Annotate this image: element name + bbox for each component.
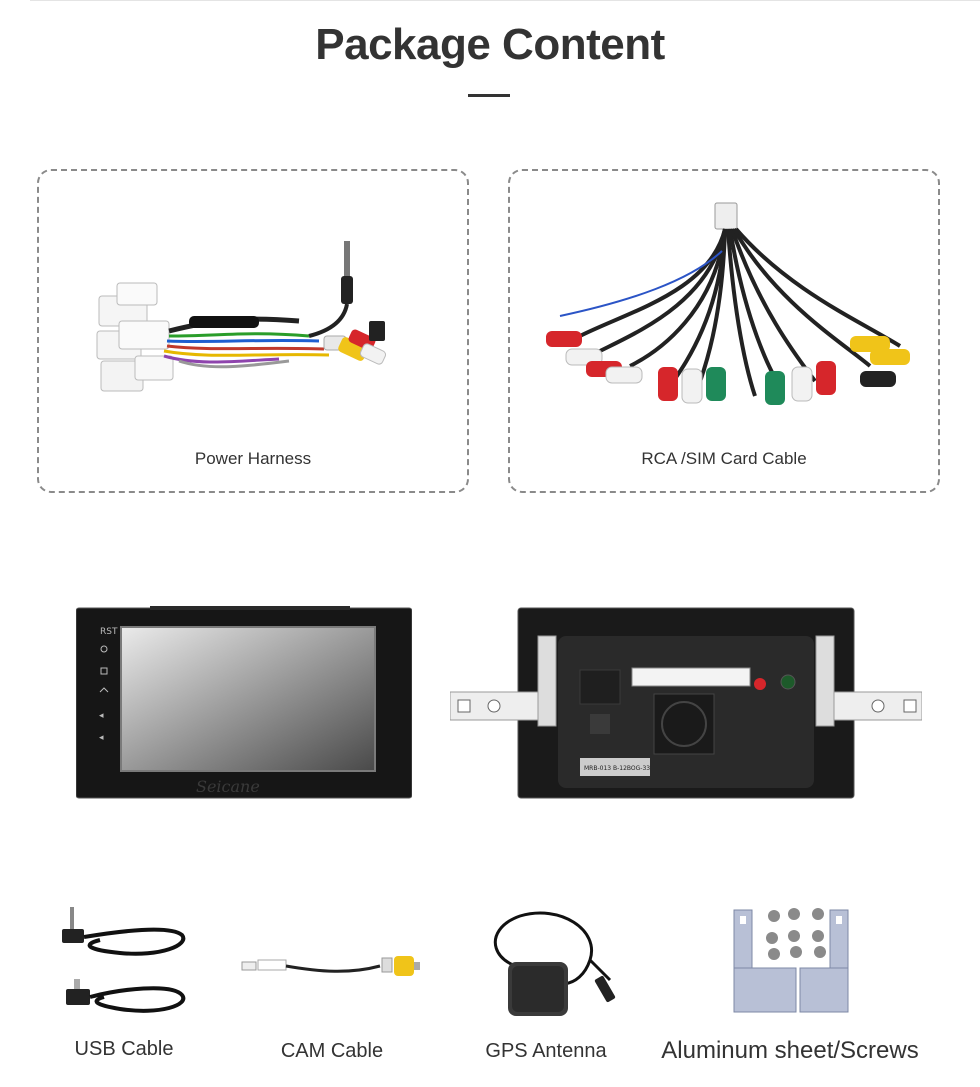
usb-cable-label: USB Cable [74, 1038, 174, 1060]
power-harness-label: Power Harness [194, 449, 312, 468]
usb-cable-image [62, 907, 186, 1013]
cam-cable-image [241, 956, 420, 976]
power-harness-image [96, 241, 387, 392]
aluminum-sheet-screws-image [733, 908, 849, 1013]
aluminum-sheet-screws-label: Aluminum sheet/Screws [661, 1037, 919, 1064]
rca-plug-group [546, 331, 910, 405]
top-divider [30, 0, 980, 1]
power-harness-card: Power Harness [37, 169, 469, 493]
page-title: Package Content [315, 20, 665, 69]
head-unit-front-image: RST ◂ ◂ Seicane [76, 606, 412, 799]
rca-cable-image [546, 202, 910, 405]
rca-cable-label: RCA /SIM Card Cable [641, 449, 807, 468]
svg-text:◂: ◂ [99, 733, 104, 743]
gps-antenna-label: GPS Antenna [485, 1040, 607, 1062]
brand-logo: Seicane [196, 777, 260, 796]
svg-text:RST: RST [100, 627, 118, 637]
svg-text:◂: ◂ [99, 711, 104, 721]
title-underline [468, 94, 510, 97]
sticker-text: MRB-013 B-12BOG-33 [584, 765, 650, 772]
rca-cable-card: RCA /SIM Card Cable [508, 169, 940, 493]
gps-antenna-image [493, 911, 616, 1016]
cam-cable-label: CAM Cable [280, 1040, 384, 1062]
head-unit-back-image: MRB-013 B-12BOG-33 [450, 607, 922, 799]
